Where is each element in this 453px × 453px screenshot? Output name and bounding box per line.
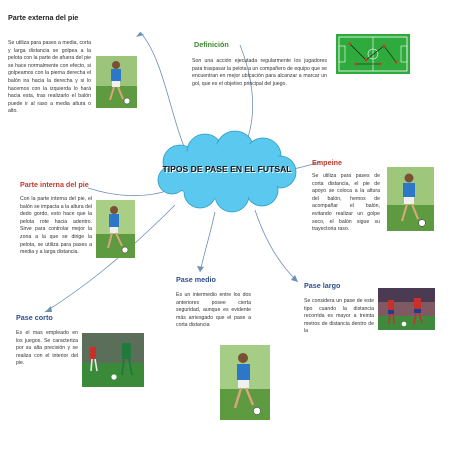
photo-externa: [96, 56, 137, 108]
externa-title: Parte externa del pie: [8, 13, 79, 22]
photo-empeine: [387, 167, 434, 231]
connector-corto: [44, 204, 176, 313]
interna-title: Parte interna del pie: [20, 180, 89, 189]
largo-title: Pase largo: [304, 281, 341, 290]
arrowhead-corto: [45, 306, 52, 312]
empeine-text: Se utiliza para pases de corta distancia…: [312, 173, 380, 233]
medio-text: Es un intermedio entre los dos anteriore…: [176, 292, 251, 329]
central-title: TIPOS DE PASE EN EL FUTSAL: [162, 164, 292, 174]
interna-text: Con la parte interna del pie, el balón s…: [20, 196, 92, 256]
photo-medio: [220, 345, 270, 420]
corto-title: Pase corto: [16, 313, 53, 322]
definicion-title: Definición: [194, 40, 229, 49]
arrowhead-largo: [291, 275, 298, 282]
empeine-title: Empeine: [312, 158, 342, 167]
corto-text: Es el mas empleado en los juegos. Se car…: [16, 330, 78, 367]
medio-title: Pase medio: [176, 275, 216, 284]
definicion-text: Son una acción ejecutada regularmente lo…: [192, 58, 327, 87]
photo-largo: [378, 288, 435, 330]
photo-interna: [96, 200, 135, 258]
connector-interna: [87, 187, 171, 197]
arrowhead-externa: [136, 32, 144, 37]
photo-corto: [82, 333, 144, 387]
arrowhead-medio: [197, 266, 204, 272]
photo-field-diagram: [336, 34, 410, 74]
connector-largo: [254, 209, 299, 283]
connector-definicion: [239, 44, 254, 146]
externa-text: Se utiliza para pases a media, corta y l…: [8, 40, 91, 115]
largo-text: Se considera un pase de este tipo cuando…: [304, 298, 374, 335]
